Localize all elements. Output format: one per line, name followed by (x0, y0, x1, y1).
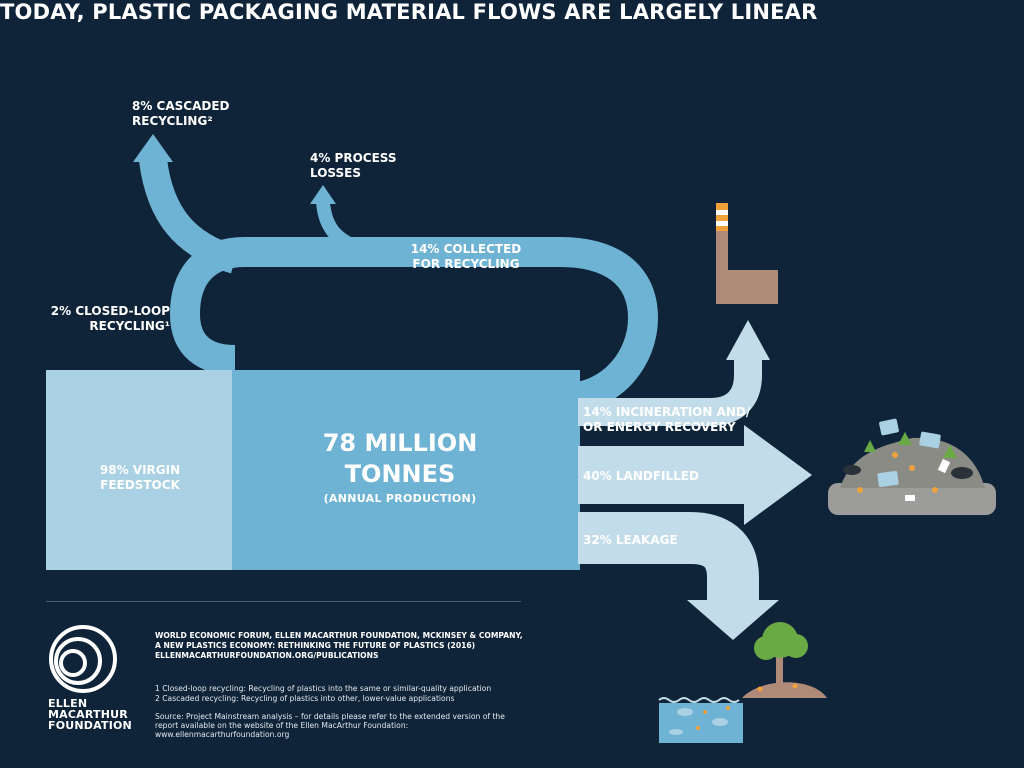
logo-name: ELLEN MACARTHUR FOUNDATION (48, 697, 132, 732)
divider (46, 601, 521, 602)
collected-label: 14% COLLECTED FOR RECYCLING (410, 242, 522, 271)
production-block (232, 370, 580, 570)
landfilled-label: 40% LANDFILLED (583, 469, 699, 483)
factory-icon (716, 203, 778, 304)
incineration-label: 14% INCINERATION AND/ OR ENERGY RECOVERY (583, 405, 751, 434)
source-note: Source: Project Mainstream analysis – fo… (155, 712, 505, 739)
page-title: TODAY, PLASTIC PACKAGING MATERIAL FLOWS … (0, 0, 818, 24)
ellen-macarthur-logo-icon (49, 625, 117, 693)
footnote-1: 1 Closed-loop recycling: Recycling of pl… (155, 684, 492, 693)
leakage-label: 32% LEAKAGE (583, 533, 678, 547)
virgin-feedstock-label: 98% VIRGIN FEEDSTOCK (99, 463, 181, 492)
citation: WORLD ECONOMIC FORUM, ELLEN MACARTHUR FO… (155, 631, 523, 660)
collection-loop (169, 237, 659, 413)
closed-loop-label: 2% CLOSED-LOOP RECYCLING¹ (50, 304, 170, 333)
production-subtitle: (ANNUAL PRODUCTION) (323, 492, 477, 505)
ocean-leakage-icon (658, 622, 827, 743)
virgin-feedstock-block (46, 370, 234, 570)
incineration-arrow (578, 320, 770, 426)
landfill-icon (828, 418, 996, 515)
footnote-2: 2 Cascaded recycling: Recycling of plast… (155, 694, 455, 703)
process-losses-label: 4% PROCESS LOSSES (310, 151, 397, 180)
cascaded-recycling-label: 8% CASCADED RECYCLING² (132, 99, 230, 128)
landfill-arrow (578, 425, 812, 525)
production-amount: 78 MILLION TONNES (322, 429, 478, 488)
leakage-arrow (578, 512, 779, 640)
